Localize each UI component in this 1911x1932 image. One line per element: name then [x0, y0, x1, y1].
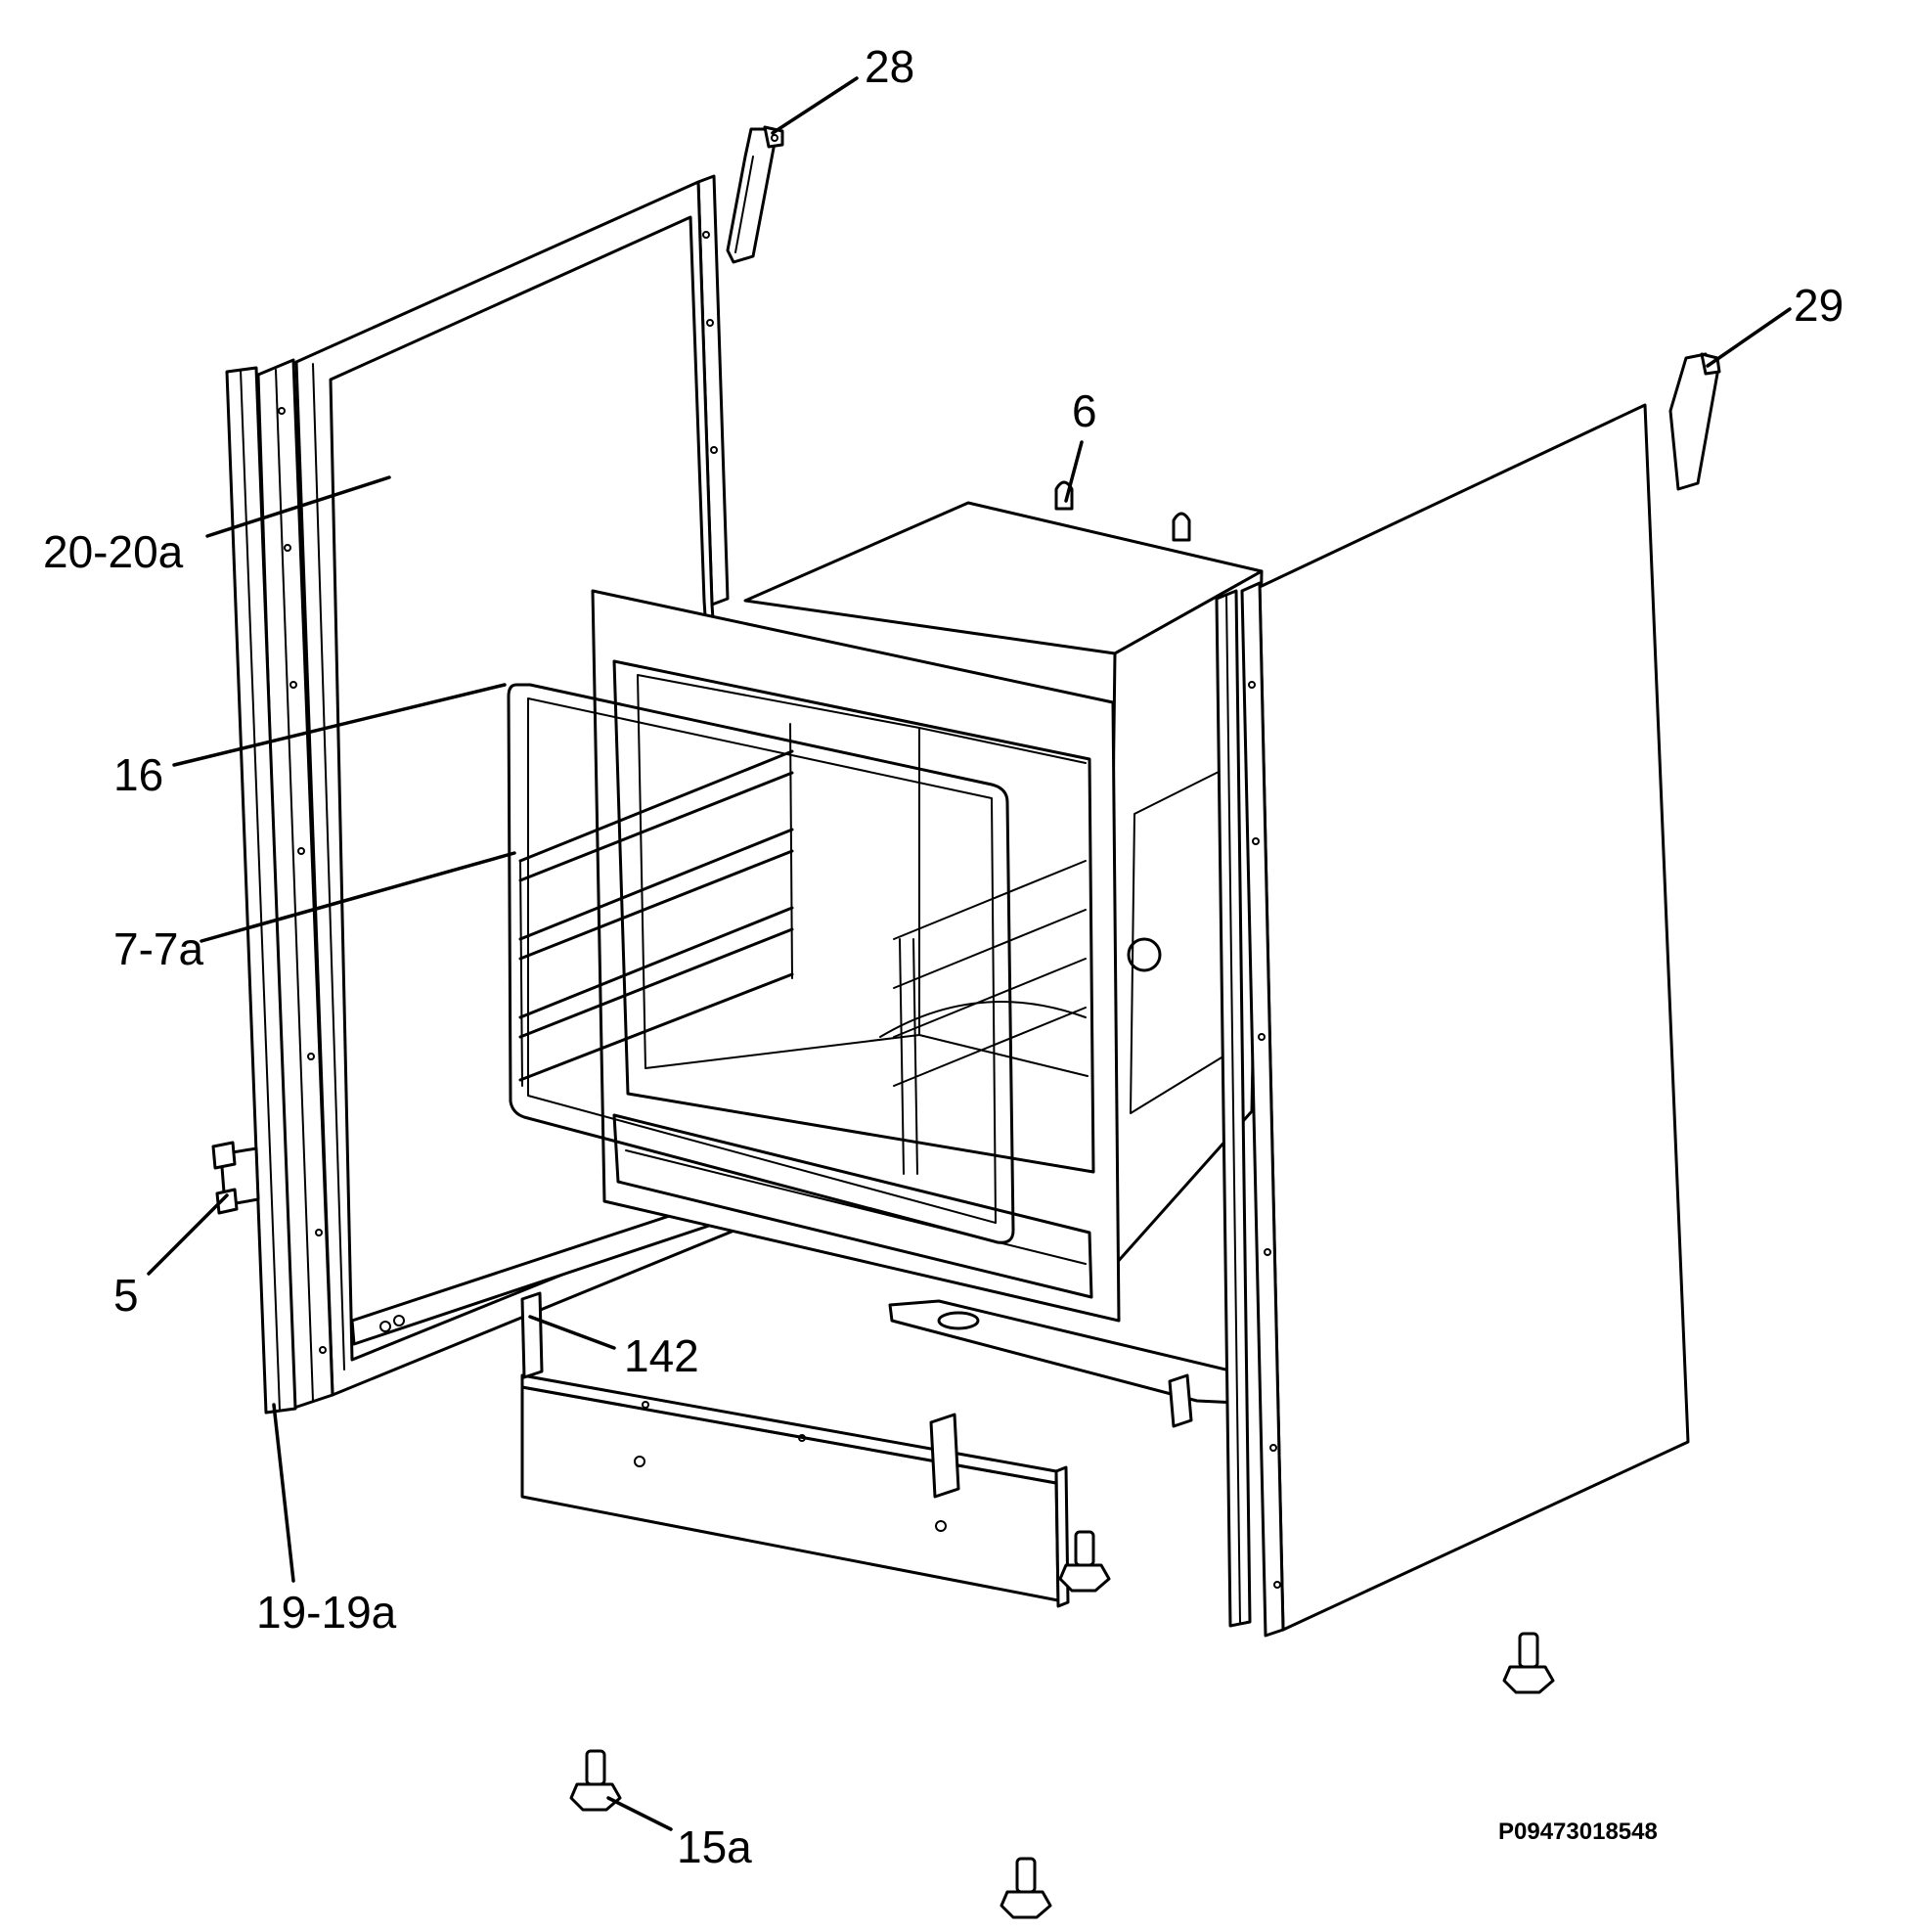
label-5: 5 — [113, 1270, 139, 1321]
leader-lines — [147, 76, 1792, 1831]
foot-front-left — [569, 1749, 622, 1812]
shelf-runner-wires — [518, 723, 794, 1087]
part-labels: 28 29 6 20-20a 16 7-7a 5 142 19-19a 15a … — [43, 41, 1844, 1872]
label-142: 142 — [624, 1330, 699, 1381]
right-strip-holes — [1248, 681, 1281, 1589]
left-front-rail — [225, 366, 297, 1415]
top-right-hinge-bracket — [1668, 352, 1721, 491]
right-side-panel — [1215, 403, 1690, 1638]
foot-rear-plinth — [1058, 1530, 1111, 1593]
label-7-7a: 7-7a — [113, 923, 203, 974]
small-left-bracket — [211, 1141, 260, 1215]
label-19-19a: 19-19a — [256, 1587, 397, 1638]
foot-front-right — [1000, 1857, 1052, 1919]
cavity-side-racks — [879, 860, 1087, 1175]
label-28: 28 — [865, 41, 914, 92]
left-strip-holes — [278, 231, 718, 1354]
rear-bottom-rail — [888, 1299, 1244, 1428]
drawing-code: P09473018548 — [1498, 1819, 1658, 1845]
label-29: 29 — [1794, 280, 1844, 331]
label-6: 6 — [1072, 385, 1097, 436]
label-16: 16 — [113, 749, 163, 800]
label-15a: 15a — [677, 1821, 752, 1872]
front-plinth — [520, 1291, 1070, 1608]
adjustable-feet — [569, 1530, 1555, 1919]
foot-right-rear — [1502, 1632, 1555, 1694]
top-left-hinge-bracket — [726, 125, 784, 264]
label-20-20a: 20-20a — [43, 526, 184, 577]
door-seal-gasket — [507, 683, 1015, 1244]
